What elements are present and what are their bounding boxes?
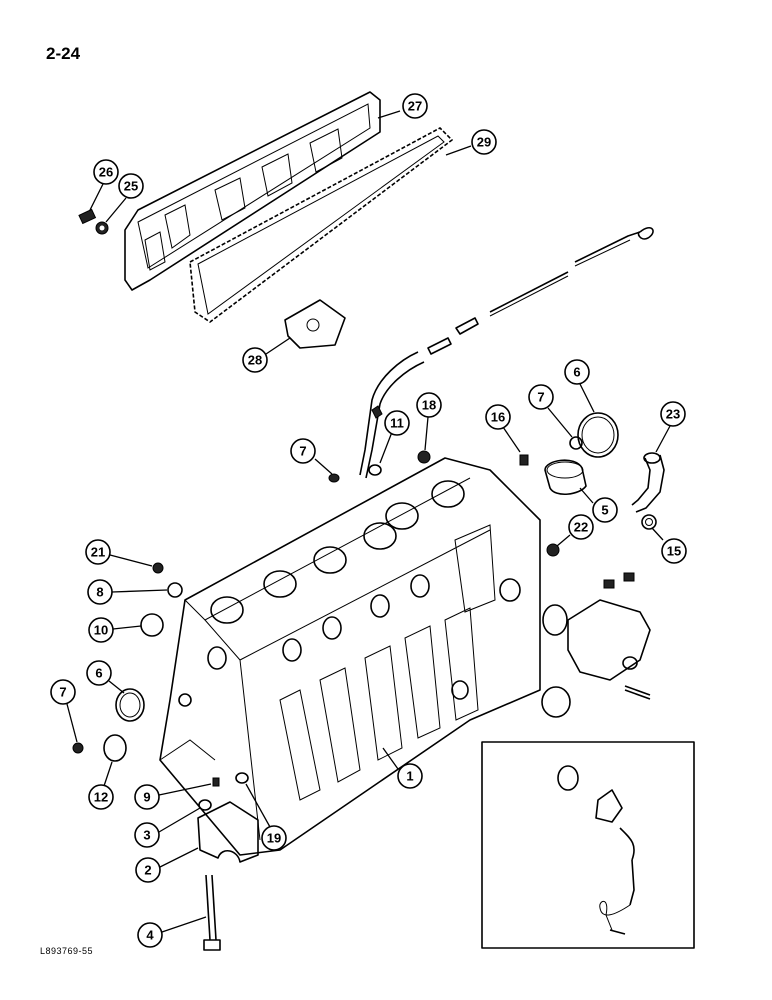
svg-text:7: 7 <box>537 390 544 405</box>
svg-text:28: 28 <box>248 353 262 368</box>
callout-10: 10 <box>88 617 142 643</box>
svg-text:2: 2 <box>144 863 151 878</box>
callout-29: 29 <box>445 129 497 156</box>
svg-text:15: 15 <box>667 544 681 559</box>
callout-15: 15 <box>651 527 687 564</box>
svg-text:8: 8 <box>96 585 103 600</box>
svg-text:23: 23 <box>666 407 680 422</box>
page-number: 2-24 <box>46 44 81 63</box>
svg-text:11: 11 <box>390 416 404 431</box>
svg-text:21: 21 <box>91 545 105 560</box>
callout-8: 8 <box>87 579 168 605</box>
callout-11: 11 <box>379 410 410 464</box>
svg-text:26: 26 <box>99 165 113 180</box>
callout-5: 5 <box>579 487 618 523</box>
water-hose <box>631 452 665 530</box>
callout-21: 21 <box>85 539 153 567</box>
callout-12: 12 <box>88 761 114 810</box>
svg-text:16: 16 <box>491 410 505 425</box>
callout-1: 1 <box>382 747 423 789</box>
svg-text:10: 10 <box>94 623 108 638</box>
svg-text:29: 29 <box>477 135 491 150</box>
callout-9: 9 <box>134 783 212 810</box>
callout-28: 28 <box>242 337 291 373</box>
svg-text:12: 12 <box>94 790 108 805</box>
thermostat-housing <box>541 572 651 718</box>
callout-16: 16 <box>485 404 521 453</box>
left-side-plugs <box>72 562 183 762</box>
svg-text:25: 25 <box>124 179 138 194</box>
callout-7-bottom-left: 7 <box>50 679 78 743</box>
cover-bolt-and-washer <box>78 208 109 235</box>
svg-text:4: 4 <box>146 928 154 943</box>
callout-7-left: 7 <box>290 438 333 475</box>
rocker-cover <box>124 91 381 291</box>
rocker-cover-gasket <box>189 127 453 323</box>
breather-plate <box>284 299 346 349</box>
svg-text:7: 7 <box>59 685 66 700</box>
callout-26: 26 <box>89 159 119 211</box>
svg-text:5: 5 <box>601 503 608 518</box>
callout-27: 27 <box>377 93 428 119</box>
engine-block <box>159 457 541 856</box>
figure-code: L893769-55 <box>40 946 94 956</box>
callout-25: 25 <box>105 173 144 223</box>
main-bearing-cap <box>197 772 259 951</box>
callout-4: 4 <box>137 916 207 948</box>
dipstick-and-tube <box>359 227 654 479</box>
callout-6-top: 6 <box>564 359 595 413</box>
callout-2: 2 <box>135 847 199 883</box>
bolt-22 <box>546 543 560 557</box>
svg-text:19: 19 <box>267 831 281 846</box>
callout-18: 18 <box>416 392 442 451</box>
svg-text:27: 27 <box>408 99 422 114</box>
callout-23: 23 <box>655 401 686 453</box>
svg-text:6: 6 <box>95 666 102 681</box>
svg-text:3: 3 <box>143 828 150 843</box>
svg-text:22: 22 <box>574 520 588 535</box>
callout-22: 22 <box>556 514 594 547</box>
cam-plug-and-bushing <box>544 412 619 495</box>
callout-19: 19 <box>245 783 287 851</box>
svg-text:6: 6 <box>573 365 580 380</box>
svg-text:1: 1 <box>406 769 413 784</box>
svg-text:18: 18 <box>422 398 436 413</box>
callout-7-right: 7 <box>528 384 573 438</box>
inset-heater-detail <box>481 741 695 949</box>
callout-3: 3 <box>134 807 201 848</box>
svg-text:9: 9 <box>143 790 150 805</box>
svg-text:7: 7 <box>299 444 306 459</box>
small-plugs-top <box>328 436 583 483</box>
callout-6-left: 6 <box>86 660 125 694</box>
